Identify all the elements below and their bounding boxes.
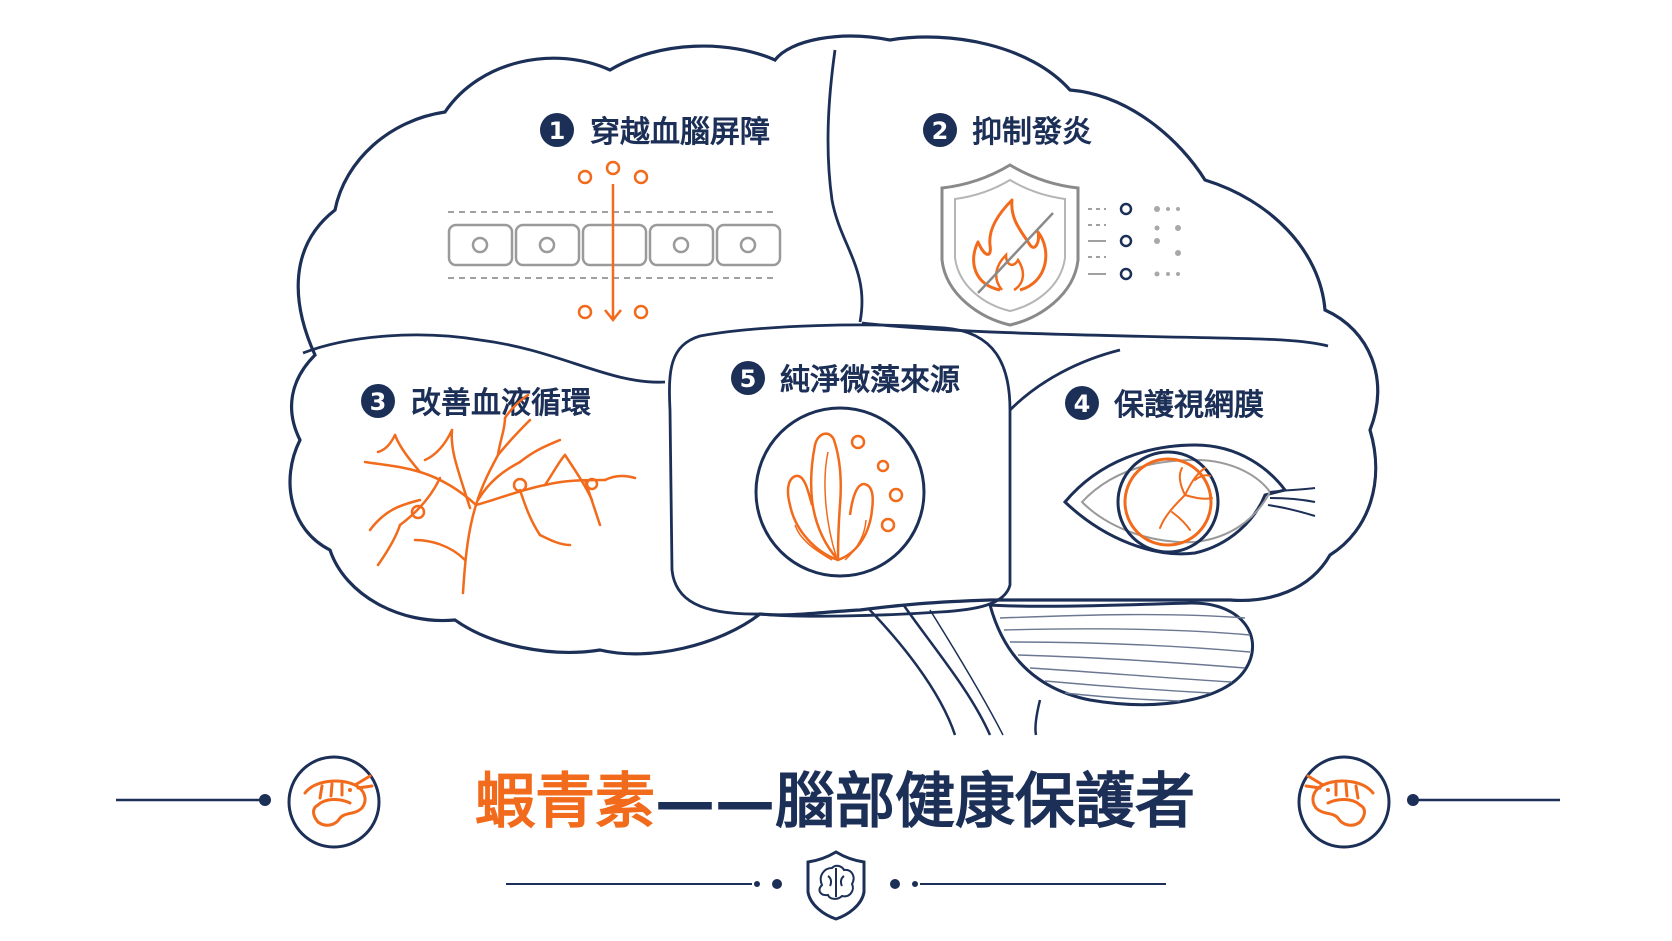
- region-dividers: [302, 49, 1329, 618]
- section-number: 3: [370, 388, 387, 416]
- section-label: 保護視網膜: [1114, 388, 1264, 423]
- microalgae-icon: [754, 406, 926, 578]
- number-badge: [923, 113, 957, 147]
- page-title: 蝦青素——腦部健康保護者: [475, 767, 1195, 837]
- title-main: 腦部健康保護者: [775, 767, 1195, 837]
- shrimp-icon-right: [1297, 755, 1391, 849]
- blood-vessel-icon: [363, 393, 637, 595]
- number-badge: [361, 384, 395, 418]
- section-label: 穿越血腦屏障: [590, 115, 770, 150]
- title-dash: ——: [655, 767, 775, 837]
- section-1-label: 1 穿越血腦屏障: [540, 113, 770, 150]
- number-badge: [540, 113, 574, 147]
- blood-brain-barrier-icon: [447, 160, 782, 323]
- shrimp-icon-left: [287, 755, 381, 849]
- section-3-label: 3 改善血液循環: [361, 384, 592, 421]
- flame-shield-icon: [940, 163, 1181, 327]
- cerebellum: [988, 601, 1255, 707]
- number-badge: [731, 361, 765, 395]
- title-banner: 蝦青素——腦部健康保護者: [116, 755, 1560, 921]
- title-accent: 蝦青素: [475, 767, 655, 837]
- section-label: 純淨微藻來源: [780, 363, 960, 398]
- section-number: 5: [740, 365, 757, 393]
- section-label: 抑制發炎: [972, 115, 1092, 150]
- footer-divider: [506, 879, 1166, 889]
- section-4-label: 4 保護視網膜: [1065, 386, 1264, 423]
- section-5-label: 5 純淨微藻來源: [731, 361, 960, 398]
- section-number: 1: [549, 117, 566, 145]
- brain-shield-icon: [806, 850, 866, 921]
- section-number: 4: [1074, 390, 1091, 418]
- section-number: 2: [932, 117, 949, 145]
- number-badge: [1065, 386, 1099, 420]
- section-2-label: 2 抑制發炎: [923, 113, 1092, 150]
- eye-retina-icon: [1062, 443, 1316, 556]
- section-label: 改善血液循環: [411, 386, 592, 421]
